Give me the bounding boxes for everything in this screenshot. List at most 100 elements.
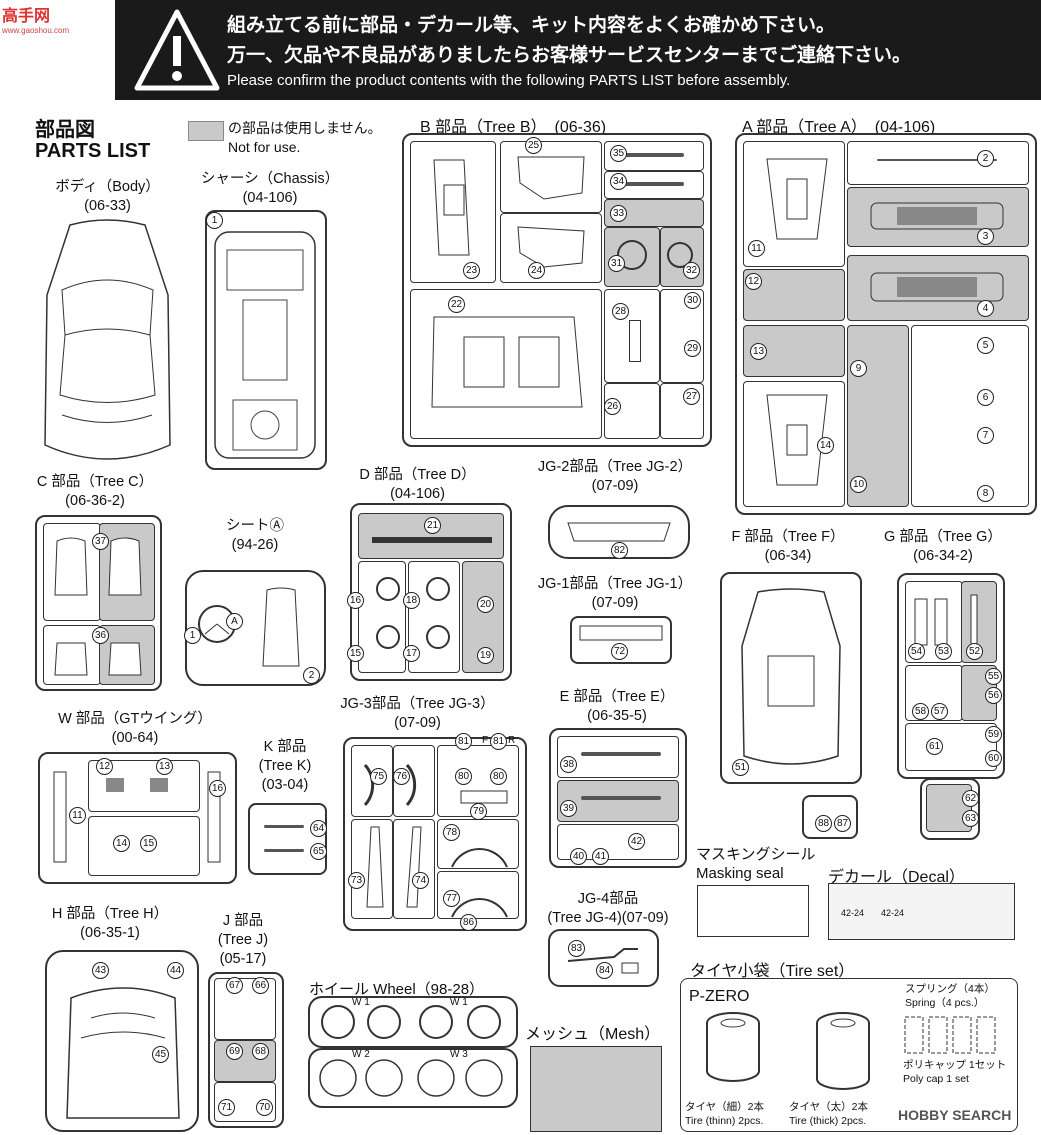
part-number: 30 — [684, 292, 701, 309]
treeB-cell-22 — [410, 289, 602, 439]
part-number: 21 — [424, 517, 441, 534]
grille-drawing — [870, 202, 1004, 230]
part-number: 58 — [912, 703, 929, 720]
part-number: 36 — [92, 627, 109, 644]
part-number: 77 — [443, 890, 460, 907]
part-number: 35 — [610, 145, 627, 162]
treeD-title: D 部品（Tree D） (04-106) — [359, 467, 476, 502]
tire-thin-ja: タイヤ（細）2本 — [685, 1101, 765, 1113]
part-number: 56 — [985, 687, 1002, 704]
part-number: 31 — [608, 255, 625, 272]
banner-line-3: Please confirm the product contents with… — [227, 72, 791, 89]
treeA-cell-2 — [847, 141, 1029, 185]
treeB-part-25-drawing — [517, 156, 585, 200]
seat-title: シートⒶ (94-26) — [226, 518, 284, 553]
part-number: 71 — [218, 1099, 235, 1116]
treeA-cell-14 — [743, 381, 845, 507]
part-number: 44 — [167, 962, 184, 979]
part-number: 64 — [310, 820, 327, 837]
part-number: 1 — [184, 627, 201, 644]
jg2-frame — [548, 505, 690, 559]
part-number: 78 — [443, 824, 460, 841]
part-number: 59 — [985, 726, 1002, 743]
chassis-title: シャーシ（Chassis） (04-106) — [200, 171, 340, 206]
treeF-frame — [720, 572, 862, 784]
treeF-title: F 部品（Tree F） (06-34) — [731, 529, 845, 564]
part-number: 66 — [252, 977, 269, 994]
masking-title-en: Masking seal — [696, 865, 784, 882]
wheel-label-w1b: W 1 — [450, 997, 468, 1008]
legend-en: Not for use. — [228, 139, 301, 155]
part-number: 28 — [612, 303, 629, 320]
part-number: 29 — [684, 340, 701, 357]
part-number: 1 — [206, 212, 223, 229]
part-number: 83 — [568, 940, 585, 957]
part-number: 40 — [570, 848, 587, 865]
jg1-part-drawing — [579, 625, 663, 641]
part-number: 61 — [926, 738, 943, 755]
part-number: 7 — [977, 427, 994, 444]
wheel-label-w1a: W 1 — [352, 997, 370, 1008]
part-number: 15 — [140, 835, 157, 852]
part-number: 57 — [931, 703, 948, 720]
tireset-title: タイヤ小袋（Tire set） — [690, 963, 855, 980]
tireset-frame: P-ZERO スプリング（4本） Spring（4 pcs.） ポリキャップ 1… — [680, 978, 1018, 1132]
part-number: 86 — [460, 914, 477, 931]
part-number: 81 — [490, 733, 507, 750]
treeD-parts-drawing — [372, 537, 492, 649]
part-number: 37 — [92, 533, 109, 550]
part-number: 2 — [303, 667, 320, 684]
part-number: 10 — [850, 476, 867, 493]
tire-thin-en: Tire (thinn) 2pcs. — [685, 1115, 764, 1127]
tire-thick-ja: タイヤ（太）2本 — [789, 1101, 869, 1113]
tire-brand: P-ZERO — [689, 988, 750, 1005]
jg3-frame — [343, 737, 527, 931]
treeD-cell-21 — [358, 513, 504, 559]
part-number: 24 — [528, 262, 545, 279]
seat-drawing — [54, 537, 142, 676]
spring-label-en: Spring（4 pcs.） — [905, 997, 985, 1009]
part-number: 88 — [815, 815, 832, 832]
wheel-frame-w2 — [308, 1048, 518, 1108]
part-number: 65 — [310, 843, 327, 860]
polycap-label-ja: ポリキャップ 1セット — [903, 1059, 1007, 1071]
treeB-cell-23 — [410, 141, 496, 283]
part-number: 80 — [455, 768, 472, 785]
part-number: 84 — [596, 962, 613, 979]
unused-swatch — [188, 121, 224, 141]
part-number: 12 — [745, 273, 762, 290]
seat-frame — [185, 570, 326, 686]
jg4-frame — [548, 929, 659, 987]
wheel-title: ホイール Wheel（98-28） — [309, 981, 485, 998]
jg1-title: JG-1部品（Tree JG-1） (07-09) — [537, 576, 693, 611]
decal-number-a: 42-24 — [841, 908, 865, 918]
part-number: 70 — [256, 1099, 273, 1116]
jg3-cell-74 — [393, 819, 435, 919]
part-number: 43 — [92, 962, 109, 979]
warning-banner: 組み立てる前に部品・デカール等、キット内容をよくお確かめ下さい。 万一、欠品や不… — [115, 0, 1041, 100]
treeB-title: B 部品（Tree B） (06-36) — [420, 119, 607, 136]
part-number: 14 — [113, 835, 130, 852]
part-number: 45 — [152, 1046, 169, 1063]
treeB-part-23-drawing — [433, 159, 470, 256]
treeB-cell-24 — [500, 213, 602, 283]
part-number: 79 — [470, 803, 487, 820]
jg3-cell-73 — [351, 819, 393, 919]
part-number: 73 — [348, 872, 365, 889]
part-number: 62 — [962, 790, 979, 807]
part-number: 19 — [477, 647, 494, 664]
part-number: 11 — [69, 807, 86, 824]
treeE-title: E 部品（Tree E） (06-35-5) — [559, 689, 675, 724]
treeH-title: H 部品（Tree H） (06-35-1) — [51, 906, 169, 941]
part-number: 17 — [403, 645, 420, 662]
tires-drawing — [706, 1012, 870, 1090]
watermark: HOBBY SEARCH — [898, 1107, 1012, 1123]
springs-drawing — [904, 1016, 996, 1054]
treeA-part-11-drawing — [766, 158, 828, 240]
treeW-frame — [38, 752, 237, 884]
part-number: 13 — [750, 343, 767, 360]
chassis-frame — [205, 210, 327, 470]
site-logo: 高手网 www.gaoshou.com — [2, 8, 70, 35]
treeF-body-drawing — [741, 588, 841, 765]
part-number: 5 — [977, 337, 994, 354]
